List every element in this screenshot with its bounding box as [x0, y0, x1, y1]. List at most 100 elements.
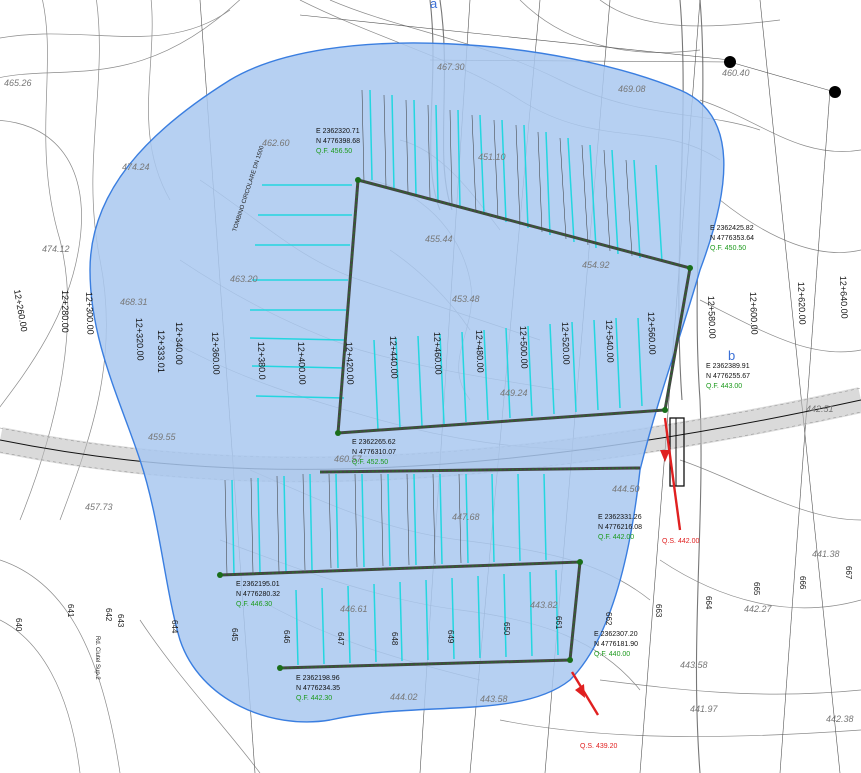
elevation-qf-label: Q.F. 446.30: [236, 601, 272, 608]
pk-label: 649: [446, 630, 455, 644]
elevation-qf-label: Q.F. 450.50: [710, 245, 746, 252]
coord-block-7: E 2362307.20 N 4776181.90 Q.F. 440.00: [594, 631, 638, 658]
sub-drain-lines: [224, 89, 633, 576]
coord-block-2: E 2362425.82 N 4776353.64 Q.F. 450.50: [710, 225, 754, 252]
pk-labels: 640 641 642 643 644 645 646 647 648 649 …: [14, 566, 853, 646]
chainage-label: 12+620.00: [796, 282, 807, 325]
elevation-label: 443.82: [530, 600, 558, 610]
northing-label: N 4776181.90: [594, 641, 638, 648]
pk-label: 662: [604, 612, 613, 626]
pk-label: 642: [104, 608, 113, 622]
outlet-label-2: Q.S. 439.20: [580, 743, 617, 750]
chainage-label: 12+600.00: [748, 292, 759, 335]
road-label: Rd. Ciutel Sup.2: [94, 636, 100, 680]
axis-letter-b: b: [728, 348, 735, 363]
chainage-label: 12+500.00: [518, 326, 529, 369]
collector-pipes: [219, 178, 692, 670]
elevation-label: 443.58: [680, 660, 708, 670]
pk-label: 648: [390, 632, 399, 646]
pk-label: 647: [336, 632, 345, 646]
elevation-label: 474.24: [122, 162, 150, 172]
axis-letter-a: a: [430, 0, 438, 11]
chainage-label: 12+580.00: [706, 296, 717, 339]
elevation-label: 447.68: [452, 512, 480, 522]
chainage-label: 12+320.00: [134, 318, 145, 361]
northing-label: N 4776353.64: [710, 235, 754, 242]
northing-label: N 4776398.68: [316, 138, 360, 145]
coord-block-3: E 2362389.91 N 4776255.67 Q.F. 443.00: [706, 363, 750, 390]
elevation-label: 444.02: [390, 692, 418, 702]
elevation-labels: 467.30 469.08 460.40 462.60 451.10 455.4…: [4, 62, 854, 724]
chainage-label: 12+460.00: [432, 332, 443, 375]
elevation-label: 451.10: [478, 152, 506, 162]
easting-label: E 2362389.91: [706, 363, 750, 370]
elevation-label: 455.44: [425, 234, 453, 244]
coordinate-blocks: E 2362320.71 N 4776398.68 Q.F. 456.50 E …: [236, 128, 754, 702]
chainage-label: 12+340.00: [174, 322, 184, 365]
chainage-label: 12+420.00: [344, 342, 355, 385]
elevation-label: 444.50: [612, 484, 640, 494]
elevation-label: 442.38: [826, 714, 854, 724]
elevation-label: 459.55: [148, 432, 177, 442]
elevation-label: 449.24: [500, 388, 528, 398]
elevation-label: 474.12: [42, 244, 70, 254]
elevation-label: 441.38: [812, 549, 840, 559]
survey-point-2: [829, 86, 841, 98]
coord-block-6: E 2362195.01 N 4776280.32 Q.F. 446.30: [236, 581, 280, 608]
elevation-qf-label: Q.F. 443.00: [706, 383, 742, 390]
pk-label: 644: [170, 620, 179, 634]
elevation-qf-label: Q.F. 442.00: [598, 534, 634, 541]
northing-label: N 4776216.08: [598, 524, 642, 531]
elevation-label: 442.51: [806, 404, 834, 414]
pk-label: 643: [116, 614, 125, 628]
elevation-label: 460.57: [334, 454, 363, 464]
manhole-nodes: [217, 177, 693, 671]
chainage-label: 12+300.00: [84, 292, 95, 335]
drain-lines: [231, 89, 663, 666]
easting-label: E 2362331.26: [598, 514, 642, 521]
chainage-label: 12+480.00: [474, 330, 485, 373]
elevation-label: 442.27: [744, 604, 773, 614]
elevation-label: 469.08: [618, 84, 646, 94]
elevation-label: 462.60: [262, 138, 290, 148]
pk-label: 666: [798, 576, 807, 590]
catchment-basin: [89, 42, 725, 723]
coord-block-1: E 2362320.71 N 4776398.68 Q.F. 456.50: [316, 128, 360, 155]
elevation-label: 467.30: [437, 62, 465, 72]
chainage-label: 12+260.00: [12, 289, 29, 333]
elevation-qf-label: Q.F. 440.00: [594, 651, 630, 658]
chainage-label: 12+380.0: [256, 342, 267, 380]
pk-label: 663: [654, 604, 663, 618]
pk-label: 661: [554, 616, 563, 630]
outlet-label-1: Q.S. 442.00: [662, 538, 699, 545]
easting-label: E 2362198.96: [296, 675, 340, 682]
chainage-label: 12+560.00: [646, 312, 657, 355]
easting-label: E 2362265.62: [352, 439, 396, 446]
northing-label: N 4776255.67: [706, 373, 750, 380]
elevation-label: 460.40: [722, 68, 750, 78]
chainage-label: 12+360.00: [210, 332, 221, 375]
chainage-label: 12+440.00: [388, 336, 399, 379]
chainage-label: 12+540.00: [604, 320, 615, 363]
northing-label: N 4776280.32: [236, 591, 280, 598]
chainage-label: 12+400.00: [296, 342, 307, 385]
elevation-label: 441.97: [690, 704, 719, 714]
chainage-label: 12+333.01: [156, 330, 166, 373]
coord-block-5: E 2362331.26 N 4776216.08 Q.F. 442.00: [598, 514, 642, 541]
elevation-qf-label: Q.F. 456.50: [316, 148, 352, 155]
elevation-label: 454.92: [582, 260, 610, 270]
coord-block-8: E 2362198.96 N 4776234.35 Q.F. 442.30: [296, 675, 340, 702]
pk-label: 665: [752, 582, 761, 596]
chainage-labels: 12+260.00 12+280.00 12+300.00 12+320.00 …: [12, 276, 849, 385]
chainage-label: 12+640.00: [838, 276, 849, 319]
survey-point-1: [724, 56, 736, 68]
pk-label: 645: [230, 628, 239, 642]
easting-label: E 2362307.20: [594, 631, 638, 638]
elevation-label: 468.31: [120, 297, 148, 307]
elevation-label: 446.61: [340, 604, 368, 614]
easting-label: E 2362320.71: [316, 128, 360, 135]
northing-label: N 4776310.07: [352, 449, 396, 456]
pk-label: 667: [844, 566, 853, 580]
easting-label: E 2362195.01: [236, 581, 280, 588]
